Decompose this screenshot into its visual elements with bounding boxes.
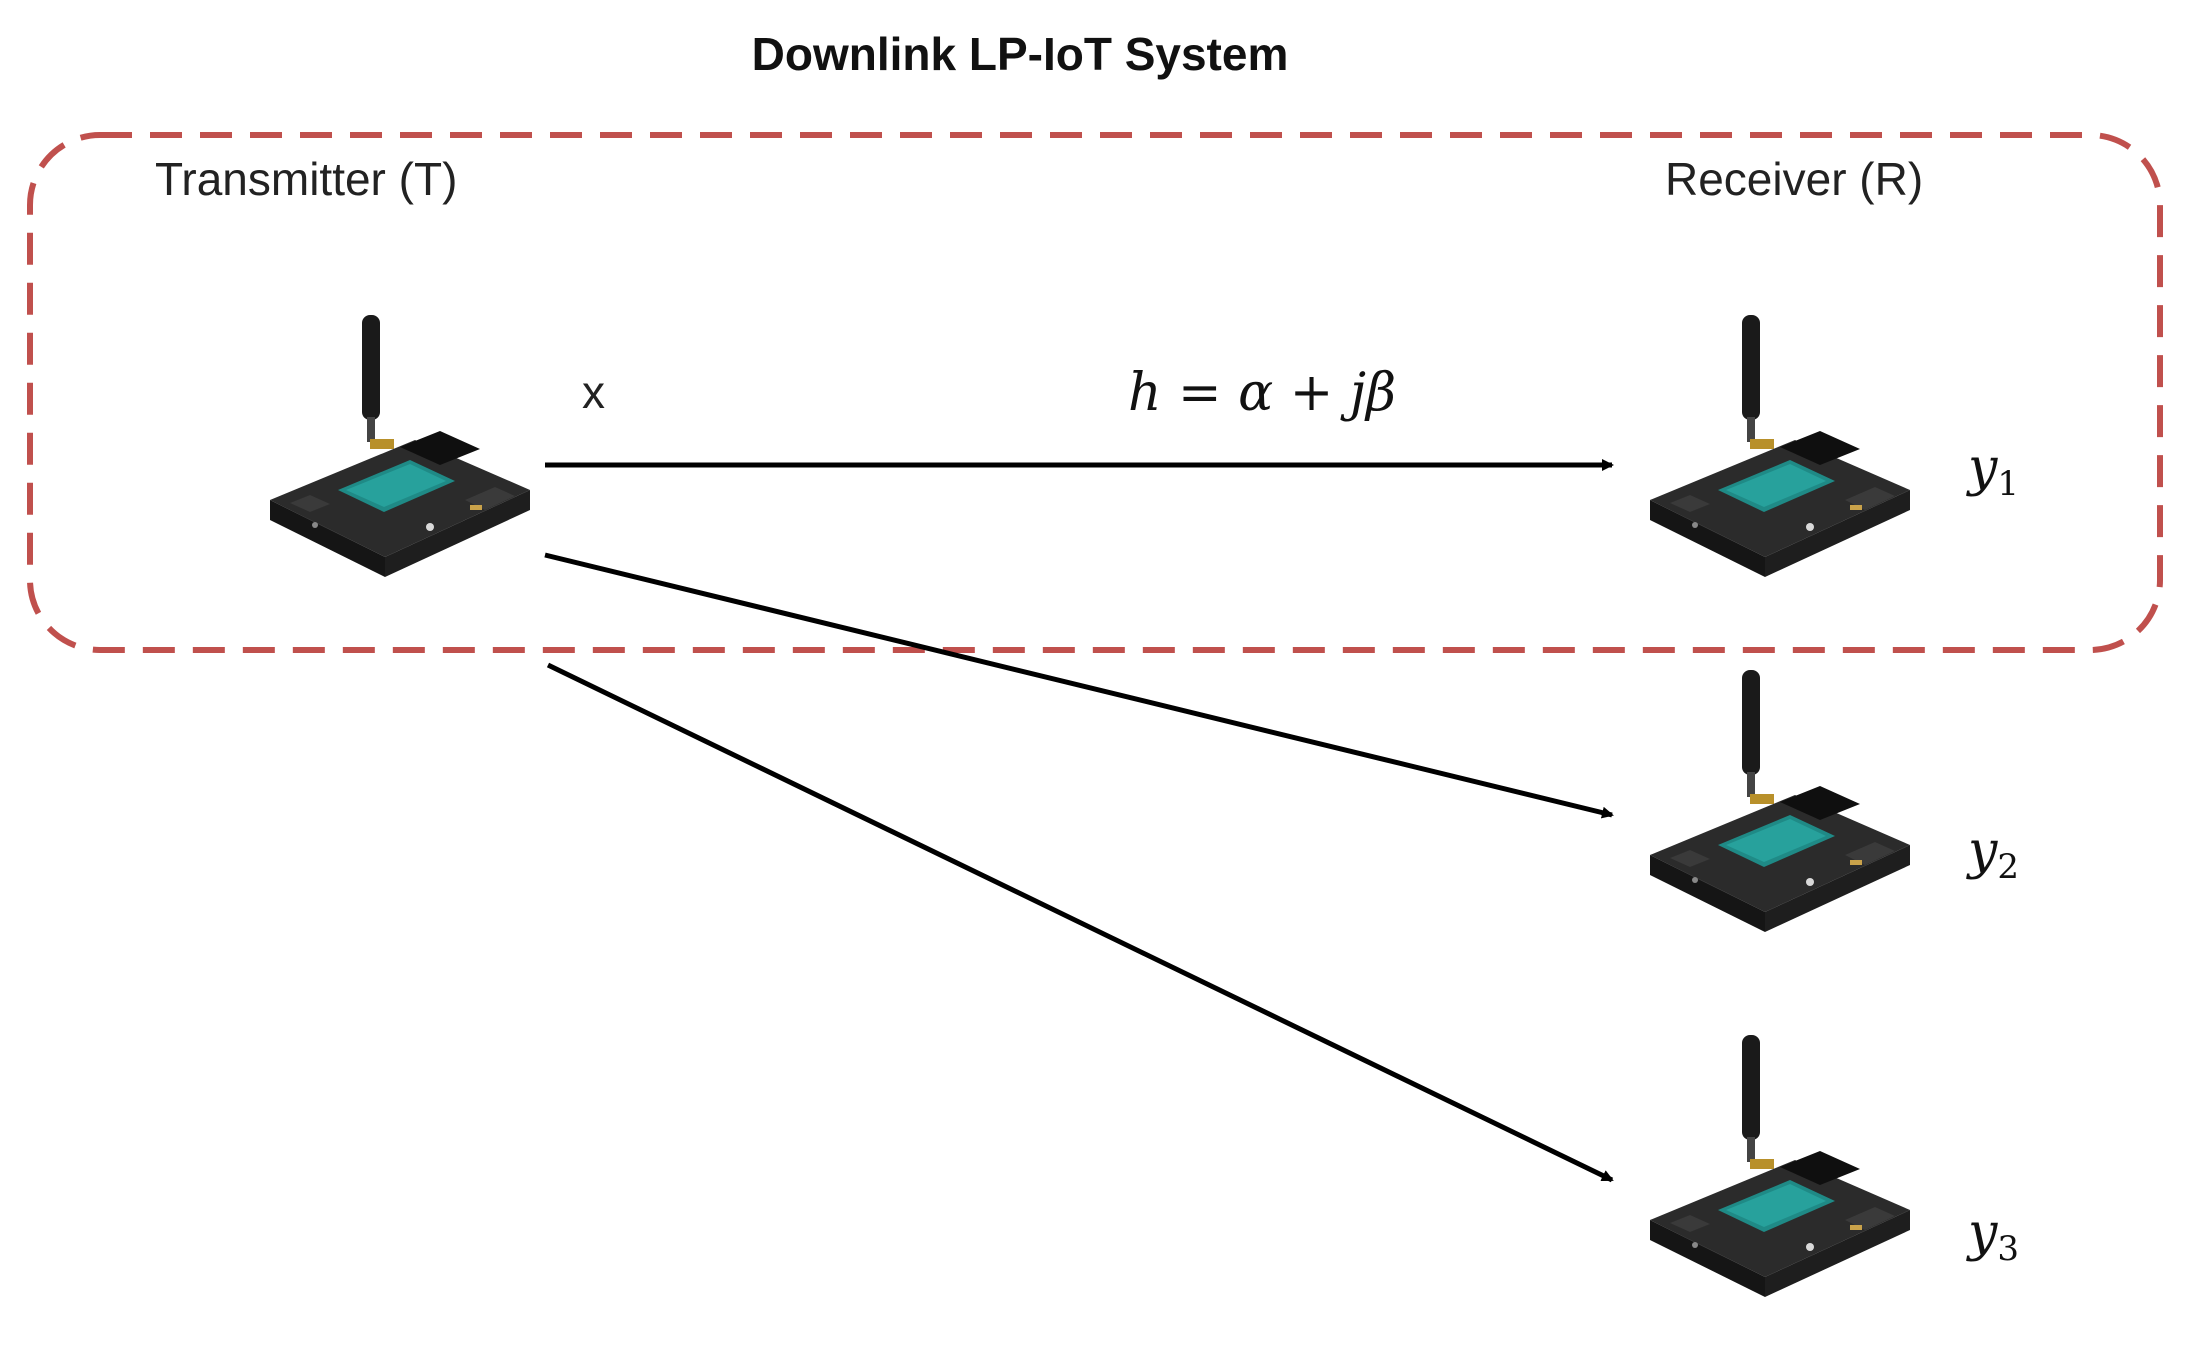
channel-plus: + [1273, 363, 1350, 423]
transmitter-label: Transmitter (T) [155, 153, 457, 205]
output-y2: y2 [1966, 821, 2019, 887]
channel-arrow-3 [546, 662, 1614, 1183]
channel-equals: = [1162, 363, 1239, 423]
output-y3-index: 3 [1997, 1229, 2019, 1269]
output-y3: y3 [1966, 1203, 2019, 1269]
output-y1-symbol: y [1966, 438, 1998, 498]
diagram-title: Downlink LP-IoT System [752, 28, 1289, 80]
channel-beta: β [1364, 363, 1396, 423]
output-y3-symbol: y [1966, 1203, 1998, 1263]
receiver-2-device-icon [1650, 670, 1910, 932]
transmitter-device-icon [270, 315, 530, 577]
receiver-label: Receiver (R) [1665, 153, 1923, 205]
channel-alpha: α [1238, 363, 1273, 423]
channel-equation: h = α + jβ [1128, 363, 1396, 423]
channel-h: h [1128, 363, 1162, 423]
system-boundary [27, 132, 2163, 653]
receiver-3-device-icon [1650, 1035, 1910, 1297]
output-y2-index: 2 [1997, 847, 2019, 887]
output-y2-symbol: y [1966, 821, 1998, 881]
signal-label: x [582, 366, 605, 418]
receiver-1-device-icon [1650, 315, 1910, 577]
channel-arrow-2 [544, 552, 1614, 819]
output-y1-index: 1 [1997, 464, 2019, 504]
output-y1: y1 [1966, 438, 2019, 504]
